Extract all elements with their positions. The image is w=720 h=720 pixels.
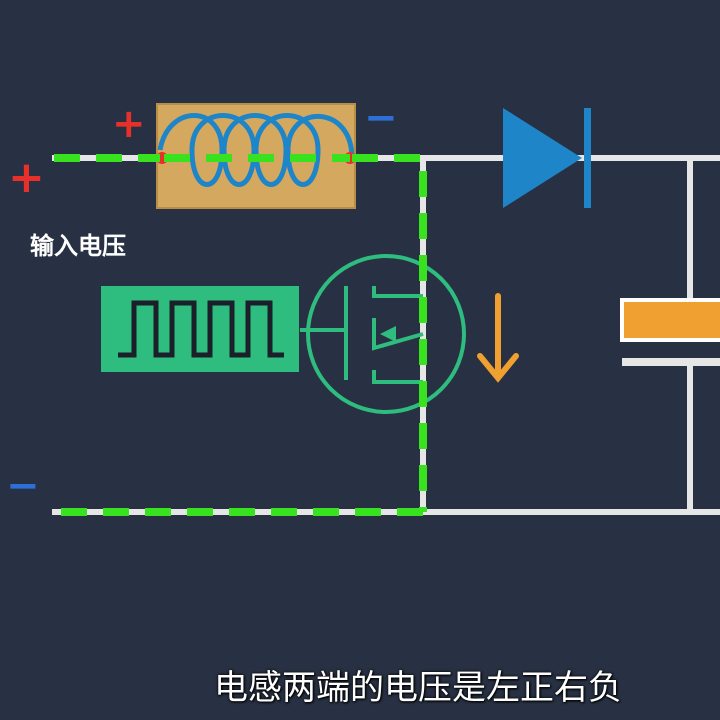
mosfet-source: [372, 370, 423, 384]
mosfet-arrow: [380, 326, 396, 342]
capacitor: [620, 298, 720, 366]
input-voltage-label: 输入电压: [30, 232, 126, 260]
inductor-minus-sign: −: [364, 95, 398, 141]
current-path: [54, 154, 427, 516]
current-down-arrow-icon: [477, 293, 519, 383]
mosfet-body: [372, 318, 424, 351]
inductor-plus-sign: +: [112, 101, 146, 147]
capacitor-top-plate: [620, 298, 720, 342]
input-minus-sign: −: [6, 463, 40, 509]
capacitor-bottom-plate: [622, 358, 720, 366]
inductor-coil: [157, 113, 355, 187]
pwm-signal: [101, 286, 299, 372]
mosfet-circle: [306, 254, 466, 414]
pwm-waveform: [118, 300, 284, 358]
subtitle-caption: 电感两端的电压是左正右负: [214, 668, 622, 708]
input-plus-sign: +: [8, 152, 45, 203]
diode-triangle: [503, 108, 582, 208]
mosfet-drain: [372, 286, 423, 298]
polarity-signs: + + − −: [6, 95, 398, 509]
diode: [503, 108, 591, 208]
diode-bar: [584, 108, 591, 208]
mosfet-switch: [300, 254, 466, 414]
